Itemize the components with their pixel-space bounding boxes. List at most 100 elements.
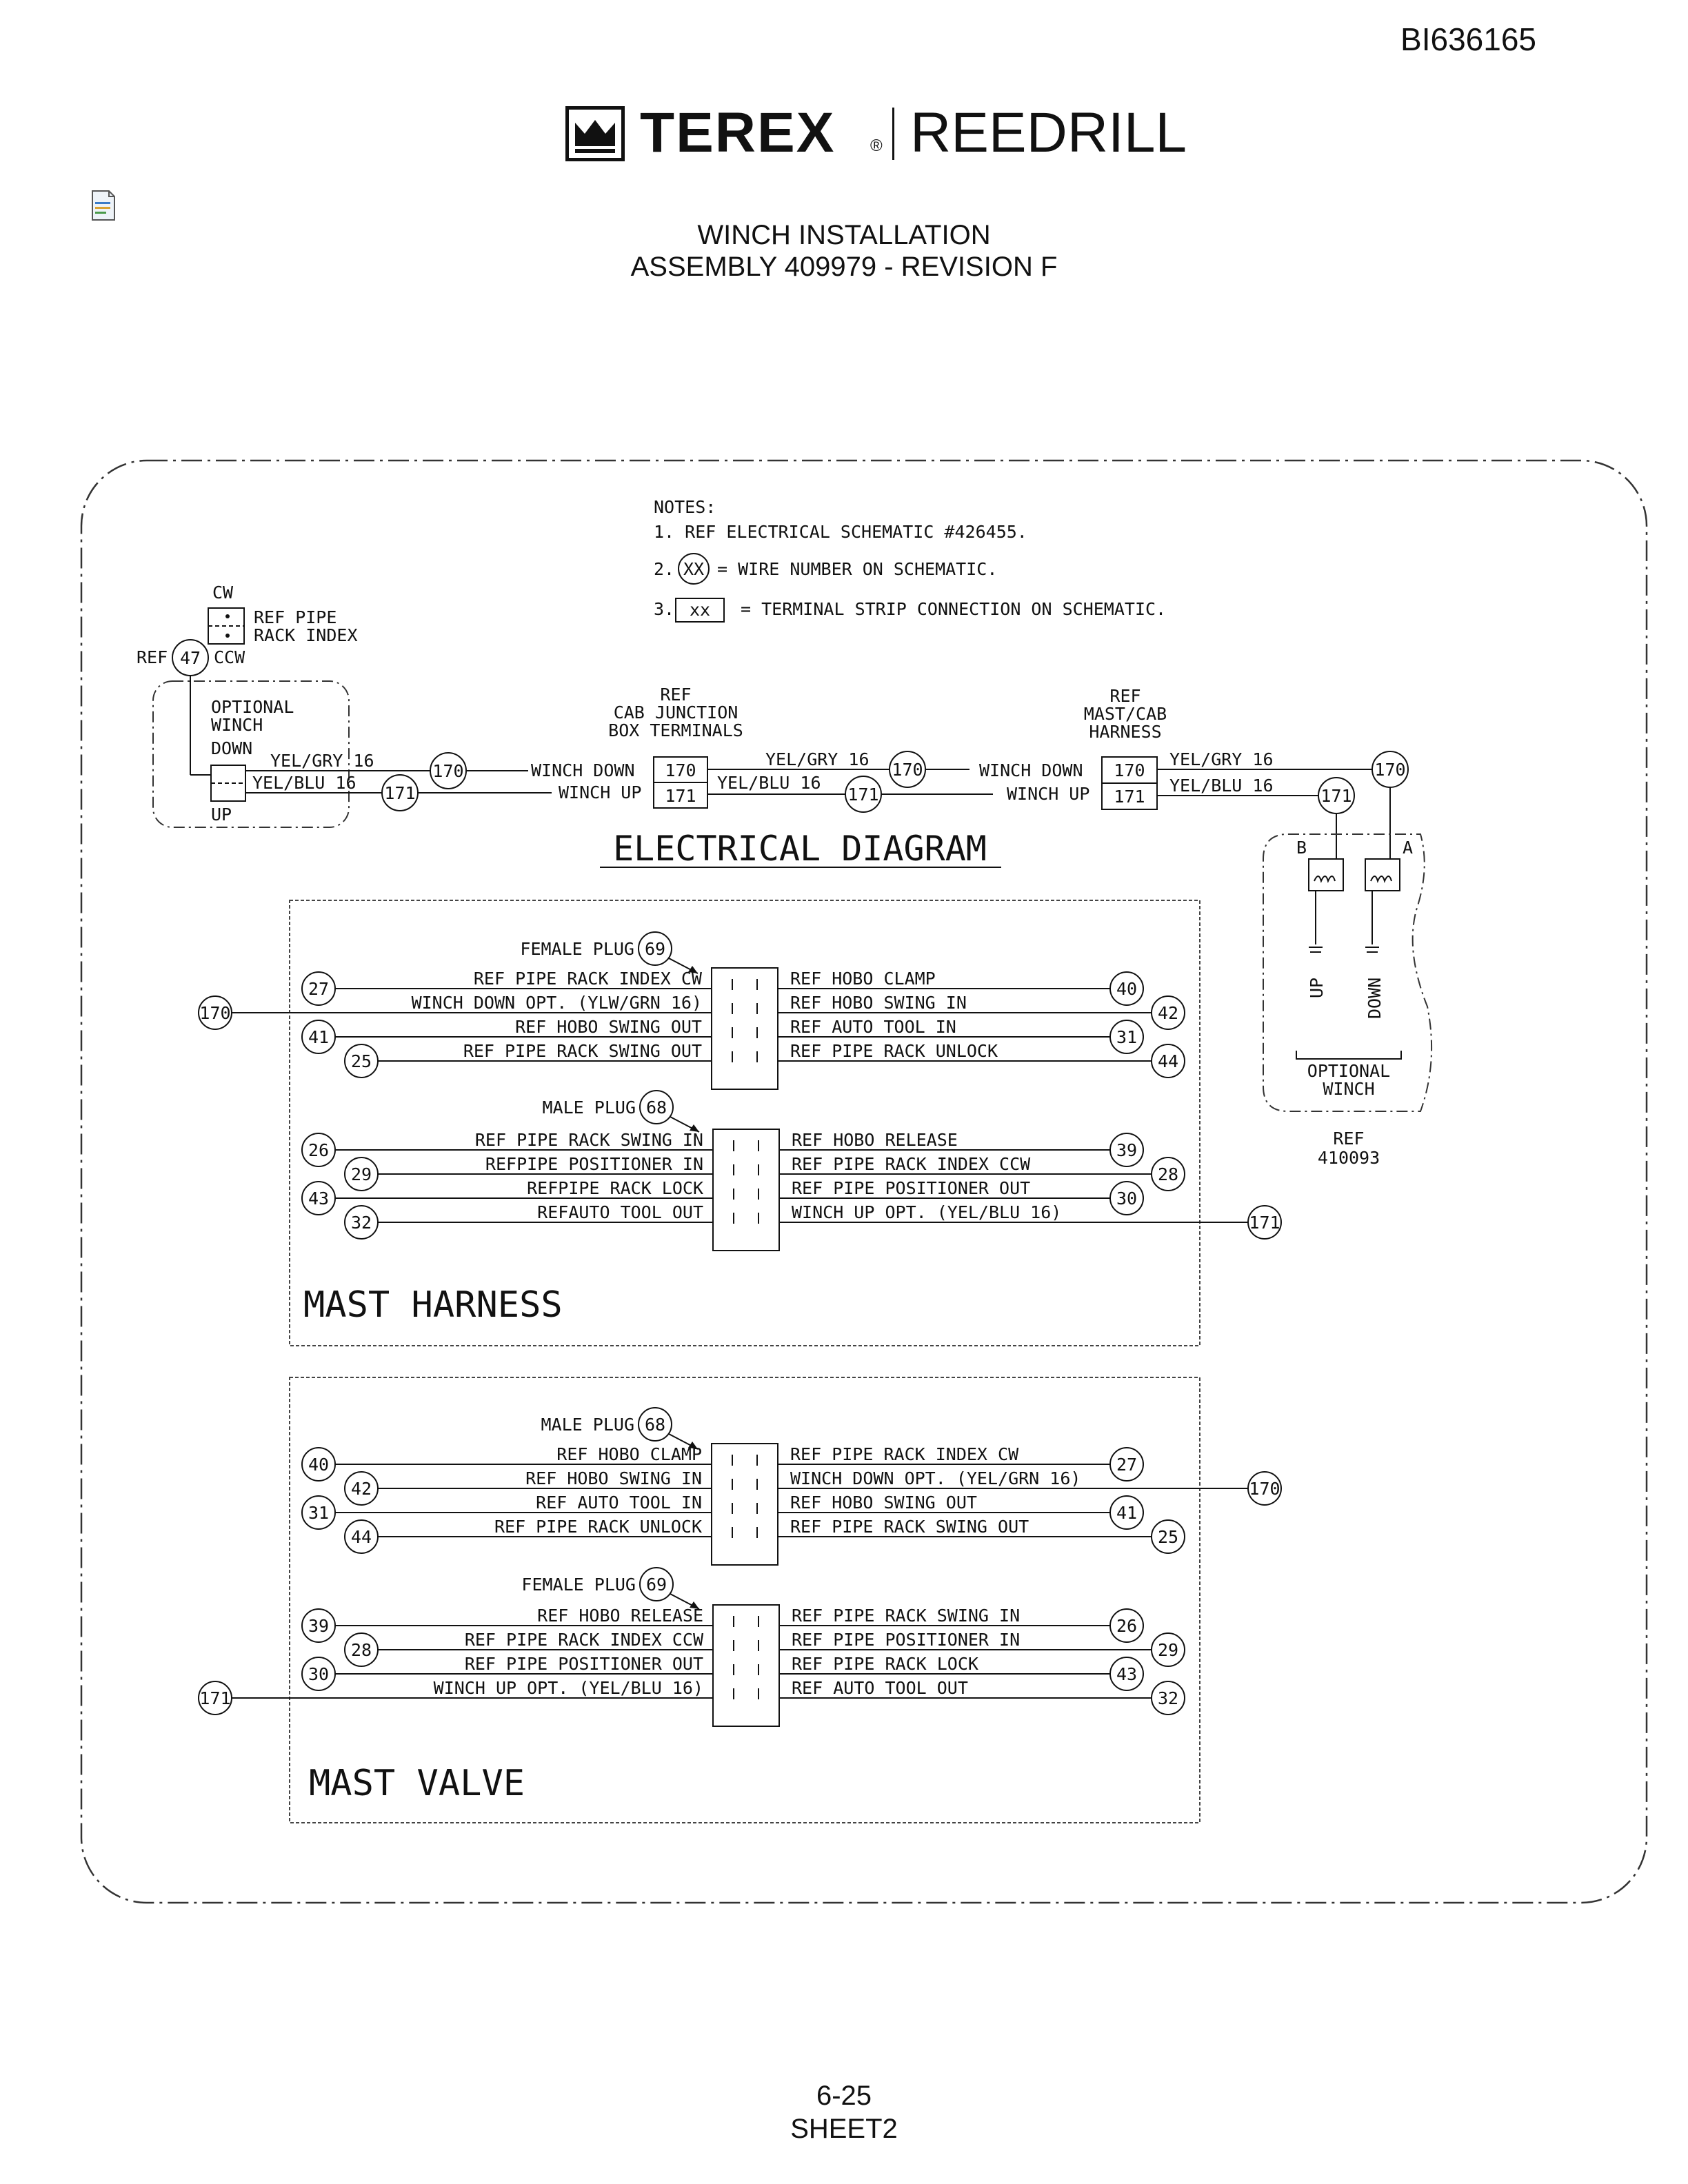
wire-170-c: 170 [1374, 760, 1405, 780]
brand-name: TEREX [640, 101, 836, 164]
wire-number: 31 [308, 1503, 329, 1523]
plug-arrowhead [688, 966, 698, 973]
opt-winch-part: 410093 [1318, 1148, 1380, 1168]
wire-number-circle [301, 1495, 336, 1530]
product-name: REEDRILL [910, 101, 1187, 164]
switch-ref: REF [137, 647, 168, 667]
note-3-text: = TERMINAL STRIP CONNECTION ON SCHEMATIC… [741, 599, 1166, 619]
wire-170-b: 170 [892, 760, 923, 780]
title-line-1: WINCH INSTALLATION [697, 220, 991, 250]
mast-harness-title: MAST HARNESS [303, 1284, 563, 1326]
wire-number-circle [1247, 1471, 1282, 1506]
wire-number-circle [198, 995, 232, 1030]
note-2-text: = WIRE NUMBER ON SCHEMATIC. [717, 559, 997, 579]
wire-label: REF HOBO CLAMP [790, 969, 936, 989]
cab-box-l1: REF [660, 685, 691, 705]
wire-label: REF PIPE RACK SWING IN [475, 1130, 703, 1150]
opt-winch-up: UP [1307, 978, 1327, 998]
wire-number: 43 [308, 1189, 329, 1209]
connector-block [711, 1443, 778, 1566]
wire-number-circle [301, 1447, 336, 1482]
opt-winch-b: B [1296, 838, 1307, 858]
wire-label-blu-3: YEL/BLU 16 [1169, 776, 1274, 796]
note-1: 1. REF ELECTRICAL SCHEMATIC #426455. [654, 522, 1027, 542]
terex-crown-icon [565, 106, 625, 161]
wire-number: 39 [1116, 1140, 1137, 1160]
switch-label-2: RACK INDEX [254, 625, 358, 645]
wire-label: WINCH DOWN OPT. (YLW/GRN 16) [412, 993, 702, 1013]
connector-block [712, 1129, 780, 1251]
wire-number: 27 [1116, 1455, 1137, 1475]
registered-mark: ® [870, 136, 883, 155]
mast-cab-terminal-170: 170 [1114, 760, 1145, 780]
wire-number-circle [301, 1181, 336, 1215]
wire-label: REF PIPE POSITIONER OUT [792, 1178, 1030, 1198]
electrical-diagram: CW REF PIPE RACK INDEX REF 47 CCW OPTION… [137, 583, 1433, 1168]
opt-winch-l1: OPTIONAL [1307, 1061, 1390, 1081]
wire-label-blu-1: YEL/BLU 16 [252, 773, 356, 793]
wire-number-circle [1109, 1495, 1144, 1530]
wire-label: REF HOBO SWING IN [790, 993, 967, 1013]
wire-number: 39 [308, 1616, 329, 1636]
page-footer: 6-25 SHEET2 [0, 2079, 1688, 2145]
wire-label: WINCH UP OPT. (YEL/BLU 16) [434, 1678, 703, 1698]
wire-label: REF AUTO TOOL IN [536, 1493, 702, 1513]
wire-number: 26 [1116, 1616, 1137, 1636]
opt-switch-l2: WINCH [211, 715, 263, 735]
wire-label: REFAUTO TOOL OUT [537, 1202, 703, 1222]
wire-label: REF PIPE RACK INDEX CCW [465, 1630, 704, 1650]
wire-label: REF HOBO RELEASE [792, 1130, 958, 1150]
plug-number-circle [638, 1407, 672, 1442]
wire-171-c: 171 [1320, 786, 1352, 806]
wire-number-circle [1151, 1519, 1185, 1554]
plug-number: 68 [645, 1415, 665, 1435]
wire-number-circle [198, 1681, 232, 1715]
wire-number-circle [1109, 1020, 1144, 1054]
wire-number: 32 [1158, 1688, 1178, 1708]
wire-label: REFPIPE RACK LOCK [527, 1178, 703, 1198]
wire-170-a: 170 [432, 761, 463, 781]
opt-switch-l1: OPTIONAL [211, 697, 294, 717]
wire-label: REF PIPE RACK SWING OUT [463, 1041, 702, 1061]
wire-label: REF HOBO RELEASE [537, 1606, 703, 1626]
logo-divider [892, 108, 894, 160]
opt-switch-up: UP [211, 805, 232, 825]
winch-up-label-1: WINCH UP [559, 782, 641, 802]
wire-label: REF HOBO SWING IN [525, 1468, 702, 1488]
wire-number-circle [344, 1157, 379, 1191]
wire-number-circle [301, 1657, 336, 1691]
title-line-2: ASSEMBLY 409979 - REVISION F [630, 252, 1058, 282]
wire-number: 32 [351, 1213, 372, 1233]
wire-label: REF AUTO TOOL IN [790, 1017, 956, 1037]
mast-valve-box [289, 1377, 1200, 1823]
wire-label: REF PIPE RACK LOCK [792, 1654, 978, 1674]
diagram-border [80, 459, 1648, 1904]
plug-number-circle [639, 1090, 674, 1124]
cab-terminal-170: 170 [665, 760, 696, 780]
wire-label: REF HOBO SWING OUT [790, 1493, 977, 1513]
note-3-prefix: 3. [654, 599, 674, 619]
mast-cab-terminal-171: 171 [1114, 787, 1145, 807]
wire-number-circle [1109, 1181, 1144, 1215]
wire-number: 30 [1116, 1189, 1137, 1209]
winch-down-label-1: WINCH DOWN [531, 760, 635, 780]
plug-label: MALE PLUG [541, 1415, 634, 1435]
wire-number-circle [344, 1471, 379, 1506]
wire-number-circle [344, 1519, 379, 1554]
sheet-label: SHEET2 [790, 2114, 898, 2144]
wire-label: REF PIPE RACK UNLOCK [494, 1517, 702, 1537]
note-2-prefix: 2. [654, 559, 674, 579]
wire-number-circle [301, 1608, 336, 1643]
wire-number: 42 [351, 1479, 372, 1499]
cab-box-l3: BOX TERMINALS [608, 720, 743, 740]
wire-number: 41 [308, 1027, 329, 1047]
document-icon[interactable] [90, 190, 117, 221]
opt-switch-l3: DOWN [211, 738, 252, 758]
wire-number-circle [1109, 1133, 1144, 1167]
wire-label: REF PIPE RACK INDEX CW [790, 1444, 1019, 1464]
connector-block [712, 1604, 780, 1727]
plug-number-circle [638, 931, 672, 966]
wire-label: REF HOBO CLAMP [556, 1444, 702, 1464]
